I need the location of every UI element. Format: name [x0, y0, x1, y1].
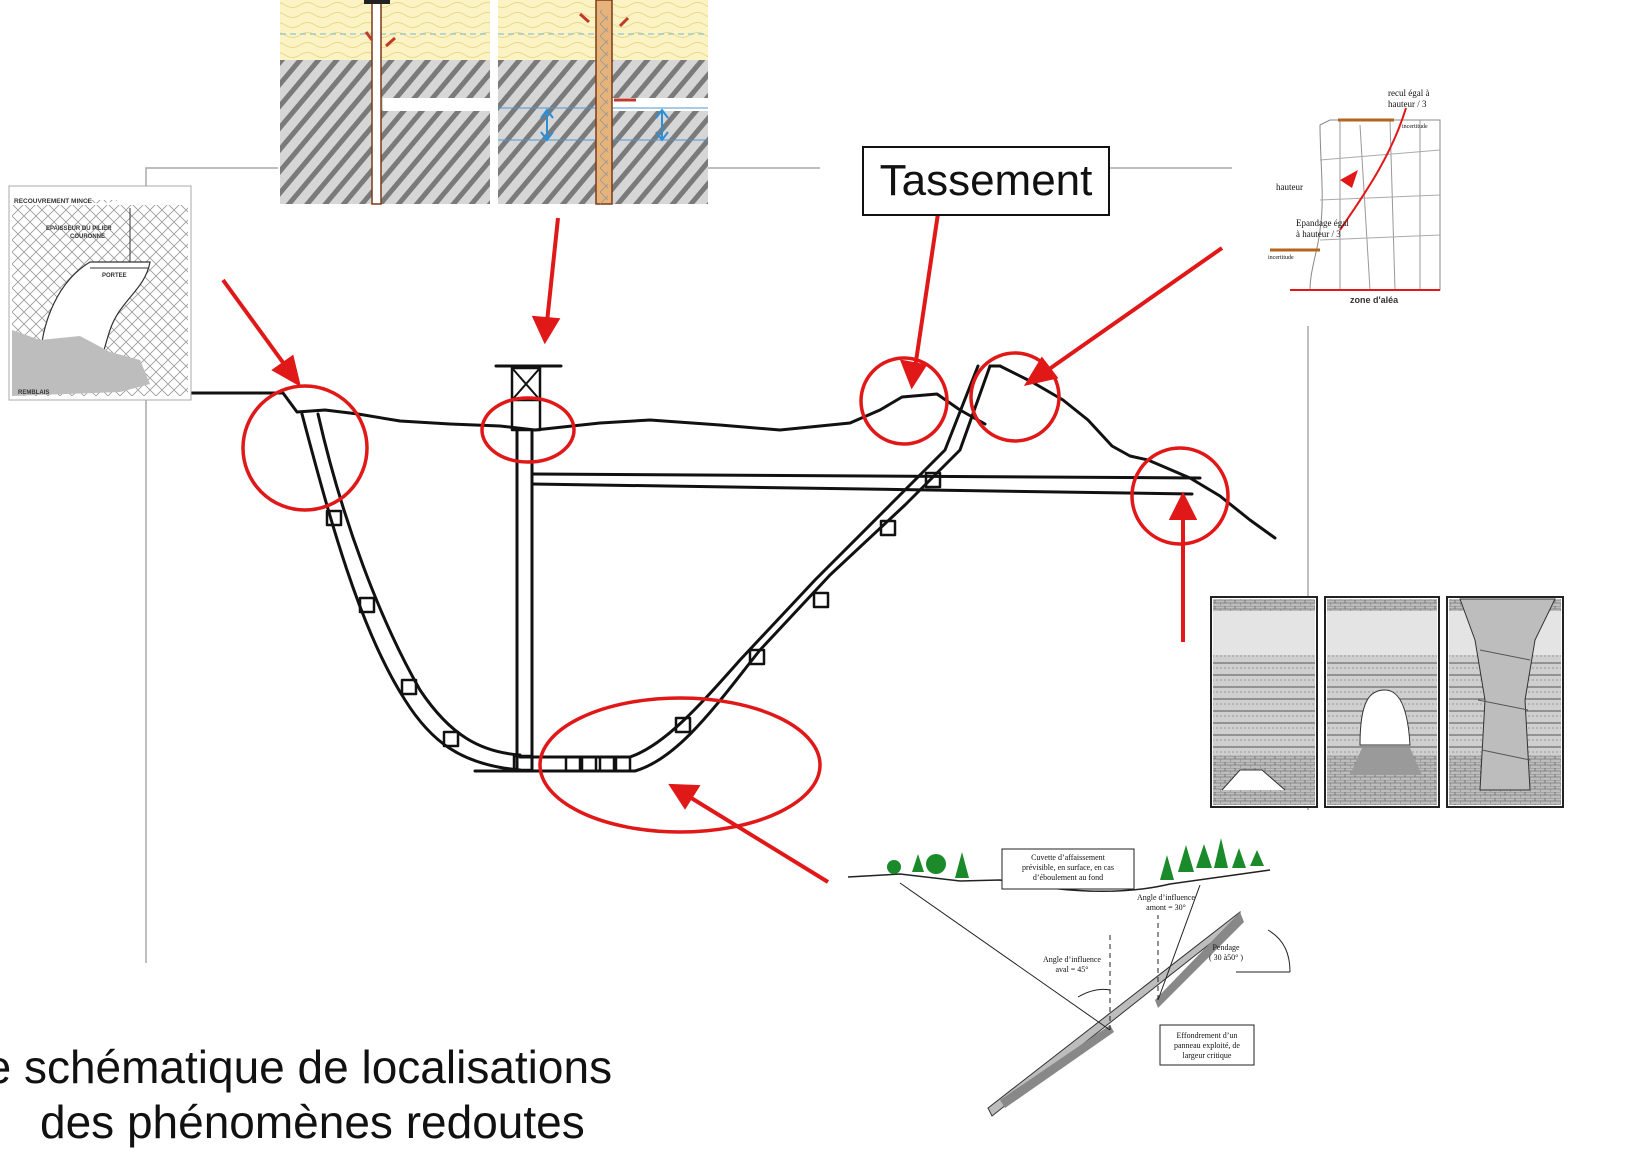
shaft-panel-right: [498, 0, 708, 205]
arrow-gallery-outlet: [1168, 491, 1198, 642]
subsidence-cuvette-3: d’éboulement au fond: [1033, 873, 1103, 882]
subsidence-pendage-1: Pendage: [1212, 943, 1240, 952]
headframe: [494, 364, 563, 432]
arrow-bottom-gallery: [668, 783, 830, 884]
ground-surface: [190, 391, 987, 432]
highlight-gallery-outlet: [1130, 446, 1230, 546]
trees-left: [887, 852, 969, 878]
bottom-gallery: [473, 364, 992, 773]
slope-incertitude-top: incertitude: [1402, 124, 1428, 130]
inset-sinkhole-panels: [1210, 596, 1564, 808]
subsidence-amont-2: amont = 30°: [1146, 903, 1186, 912]
arrow-left-outcrop: [221, 278, 302, 388]
frame-lines: [145, 167, 1309, 963]
slope-epandage-label-1: Epandage égal: [1296, 218, 1349, 228]
arrow-shaft: [531, 217, 561, 345]
crown-epaisseur-label-2: COURONNE: [70, 234, 105, 240]
crown-remblais-label: REMBLAIS: [18, 390, 49, 396]
diagram-caption: pe schématique de localisations des phén…: [0, 1040, 900, 1150]
shaft-panel-left: [280, 0, 490, 205]
tassement-label: Tassement: [862, 146, 1110, 216]
highlight-slope: [969, 351, 1061, 443]
inset-subsidence: Cuvette d’affaissement prévisible, en su…: [847, 838, 1291, 1117]
left-gallery-outer: [300, 412, 522, 772]
inset-shaft-panels: [280, 0, 708, 205]
highlight-shaft-head: [480, 396, 576, 464]
caption-line-2: des phénomènes redoutes: [40, 1096, 585, 1148]
hazard-arrows: [221, 199, 1224, 884]
subsidence-effondrement-1: Effondrement d’un: [1177, 1031, 1238, 1040]
mine-cross-section: [190, 364, 1277, 773]
hazard-highlights: [241, 351, 1230, 834]
slope-incertitude-bottom: incertitude: [1268, 255, 1294, 261]
subsidence-aval-2: aval = 45°: [1055, 965, 1088, 974]
crown-recouvrement-label: RECOUVREMENT MINCE: [14, 198, 93, 205]
sinkhole-panel-2: [1324, 596, 1440, 808]
highlight-bottom-gallery: [538, 696, 822, 834]
subsidence-cuvette-1: Cuvette d’affaissement: [1031, 853, 1106, 862]
crown-epaisseur-label-1: EPAISSEUR DU PILIER: [46, 226, 112, 232]
trees-right: [1160, 838, 1264, 880]
subsidence-effondrement-2: panneau exploité, de: [1174, 1041, 1240, 1050]
arrow-tassement: [899, 199, 942, 390]
caption-line-1: pe schématique de localisations: [0, 1041, 613, 1093]
slope-epandage-label-2: à hauteur / 3: [1296, 229, 1341, 239]
slope-recul-label-2: hauteur / 3: [1388, 99, 1427, 109]
bottom-gallery-upper: [518, 364, 980, 759]
crown-portee-label: PORTEE: [102, 273, 127, 279]
slope-hauteur-label: hauteur: [1276, 182, 1303, 192]
hill-surface: [998, 364, 1277, 540]
slope-recul-label-1: recul égal à: [1388, 88, 1429, 98]
highlight-left-outcrop: [241, 384, 369, 512]
highlight-subsidence: [859, 356, 949, 446]
subsidence-aval-1: Angle d’influence: [1043, 955, 1101, 964]
inset-crown-pillar: RECOUVREMENT MINCE EPAISSEUR DU PILIER C…: [8, 185, 192, 401]
subsidence-effondrement-3: largeur critique: [1183, 1051, 1232, 1060]
subsidence-amont-1: Angle d’influence: [1137, 893, 1195, 902]
left-gallery-inner: [316, 412, 522, 757]
sinkhole-panel-3: [1446, 596, 1564, 808]
gallery-supports: [325, 471, 942, 773]
subsidence-cuvette-2: prévisible, en surface, en cas: [1022, 863, 1114, 872]
arrow-slope: [1023, 246, 1224, 386]
inset-slope: recul égal à hauteur / 3 incertitude hau…: [1262, 84, 1442, 320]
sinkhole-panel-1: [1210, 596, 1318, 808]
subsidence-pendage-2: ( 30 à50° ): [1209, 953, 1243, 962]
slope-zone-label: zone d'aléa: [1350, 295, 1399, 305]
horizontal-gallery: [530, 472, 1202, 496]
vertical-shaft: [515, 428, 534, 772]
